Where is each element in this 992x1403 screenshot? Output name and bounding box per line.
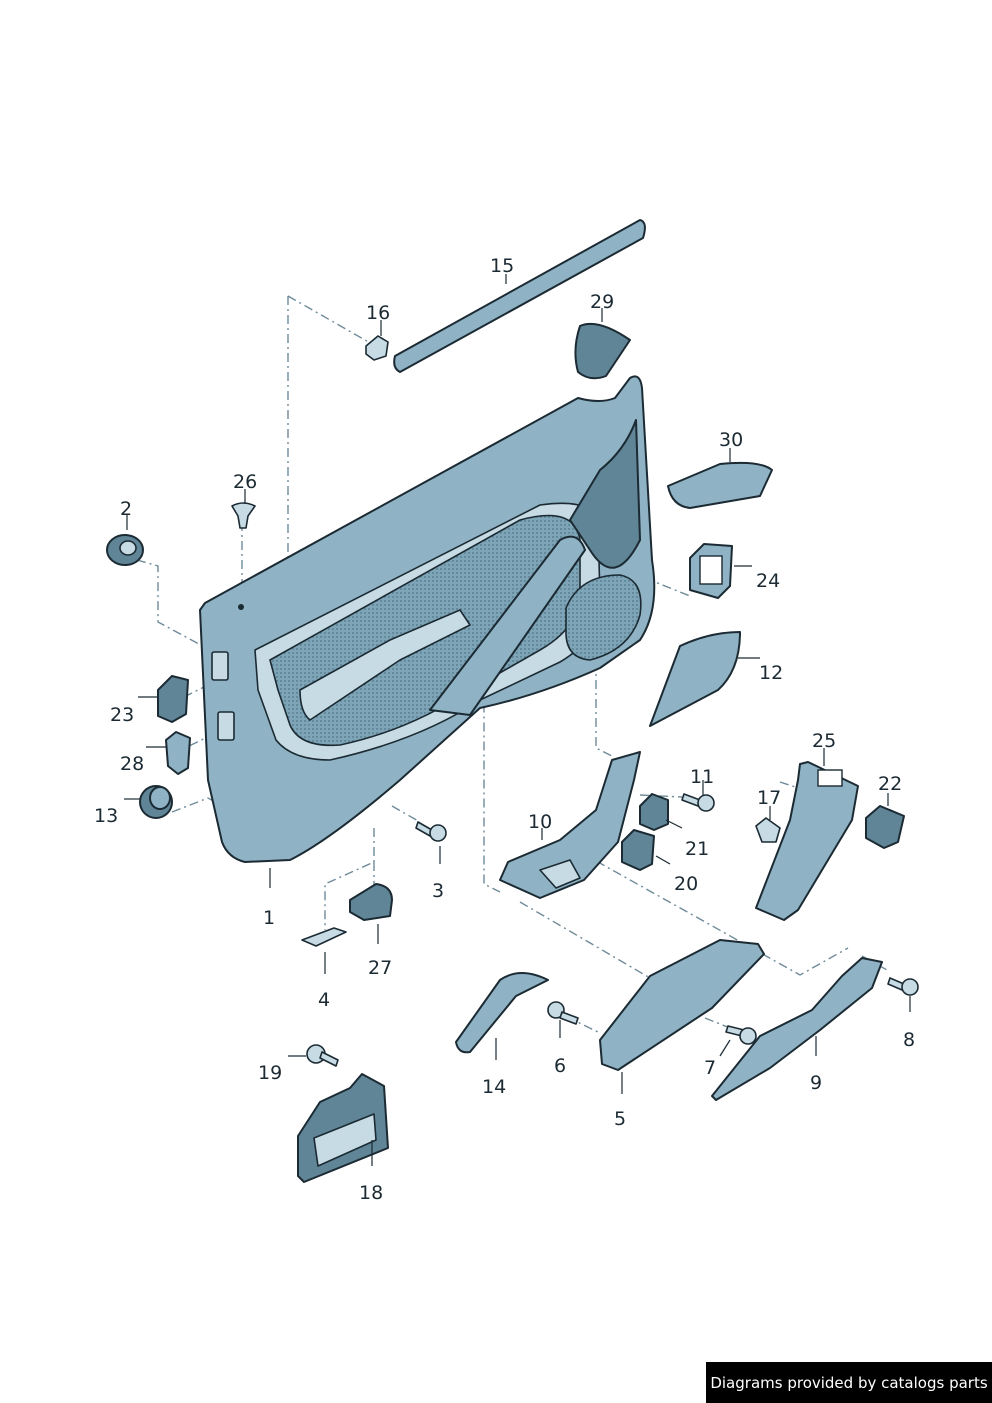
screw-11: [681, 793, 715, 812]
screw-19: [306, 1044, 339, 1067]
callout-17: 17: [757, 787, 781, 809]
callout-18: 18: [359, 1182, 383, 1204]
callout-14: 14: [482, 1076, 506, 1098]
screw-6: [547, 1001, 579, 1025]
callout-9: 9: [810, 1072, 822, 1094]
trim-piece-14: [455, 972, 549, 1054]
switch-22: [865, 805, 905, 849]
speaker-cover-12: [649, 631, 741, 727]
callout-13: 13: [94, 805, 118, 827]
pull-handle-bracket-10: [499, 751, 641, 899]
callout-16: 16: [366, 302, 390, 324]
switch-20: [621, 829, 655, 871]
callout-2: 2: [120, 498, 132, 520]
screw-3: [415, 821, 447, 842]
expansion-rivet-26: [231, 502, 256, 529]
screw-8: [887, 977, 919, 996]
upper-trim-strip: [393, 219, 646, 373]
callout-27: 27: [368, 957, 392, 979]
callout-23: 23: [110, 704, 134, 726]
callout-21: 21: [685, 838, 709, 860]
callout-6: 6: [554, 1055, 566, 1077]
trim-strip-9: [711, 957, 883, 1101]
callout-24: 24: [756, 570, 780, 592]
screw-7: [725, 1025, 757, 1045]
callout-30: 30: [719, 429, 743, 451]
grommet-2: [106, 534, 144, 566]
callout-15: 15: [490, 255, 514, 277]
clip-16: [365, 335, 389, 361]
clip-17: [755, 817, 781, 843]
door-trim-panel: [199, 375, 656, 863]
callout-8: 8: [903, 1029, 915, 1051]
callout-29: 29: [590, 291, 614, 313]
callout-12: 12: [759, 662, 783, 684]
credit-banner: Diagrams provided by catalogs parts: [706, 1362, 992, 1403]
callout-1: 1: [263, 907, 275, 929]
armrest-5: [599, 939, 765, 1071]
leader-lines: [124, 274, 911, 1166]
callout-20: 20: [674, 873, 698, 895]
cover-cap-29: [574, 322, 631, 380]
callout-4: 4: [318, 989, 330, 1011]
callout-22: 22: [878, 773, 902, 795]
callout-7: 7: [704, 1057, 716, 1079]
handle-insert-30: [667, 461, 773, 509]
button-13: [139, 785, 173, 819]
switch-23: [157, 675, 189, 723]
callout-26: 26: [233, 471, 257, 493]
connector-27: [349, 883, 393, 921]
callout-11: 11: [690, 766, 714, 788]
callout-25: 25: [812, 730, 836, 752]
label-sticker-4: [301, 927, 347, 947]
switch-21: [639, 793, 669, 831]
callout-28: 28: [120, 753, 144, 775]
switch-28: [165, 731, 191, 775]
credit-text: Diagrams provided by catalogs parts: [710, 1373, 988, 1392]
callout-labels: 1 2 3 4 5 6 7 8 9 10 11 12 13 14 15 16 1…: [94, 255, 915, 1204]
callout-5: 5: [614, 1108, 626, 1130]
callout-19: 19: [258, 1062, 282, 1084]
callout-10: 10: [528, 811, 552, 833]
callout-3: 3: [432, 880, 444, 902]
